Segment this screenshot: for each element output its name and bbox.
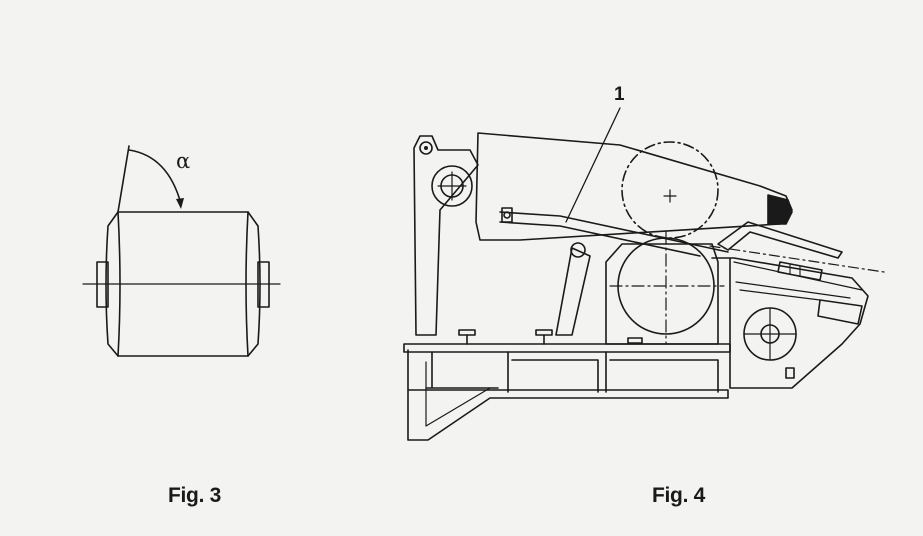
fig3-caption: Fig. 3 <box>168 484 222 507</box>
base-bolt-3 <box>627 337 643 344</box>
support-link <box>555 247 591 336</box>
feeder-lower-box <box>817 299 863 325</box>
base-rib-2 <box>507 351 599 393</box>
machine-base <box>407 349 729 441</box>
small-fitting <box>785 367 795 379</box>
feeder-top-plate <box>717 221 843 259</box>
base-bolt-1 <box>458 329 476 345</box>
base-pocket-1 <box>425 361 491 427</box>
callout-1-label: 1 <box>614 84 625 105</box>
angle-arc <box>128 149 182 205</box>
feed-axis-line <box>709 245 885 273</box>
fig3-roller-drawing <box>82 145 281 357</box>
angle-arrowhead <box>176 198 184 209</box>
left-frame <box>413 135 479 336</box>
callout-1-leader <box>565 107 621 223</box>
arm-end-cap <box>767 194 793 225</box>
link-pin <box>570 242 586 258</box>
base-rib-1 <box>425 351 499 389</box>
drum-housing <box>605 243 719 345</box>
base-bolt-2 <box>535 329 553 345</box>
arm-pivot-boss <box>431 165 473 207</box>
lower-blade-edge <box>499 221 701 257</box>
base-rib-3 <box>605 351 719 393</box>
roller-right-taper <box>247 211 261 357</box>
frame-pivot <box>419 141 433 155</box>
feeder-guide <box>733 261 863 301</box>
angle-reference-line <box>117 145 130 213</box>
angle-alpha-label: α <box>176 149 191 173</box>
feeder-frame <box>711 257 869 389</box>
roller-left-taper <box>105 211 119 357</box>
base-top-plate <box>403 343 731 353</box>
fig4-machine-drawing <box>403 107 885 441</box>
fig4-caption: Fig. 4 <box>652 484 706 507</box>
hydraulic-cylinder <box>777 261 823 281</box>
blade-clamp <box>501 207 513 223</box>
